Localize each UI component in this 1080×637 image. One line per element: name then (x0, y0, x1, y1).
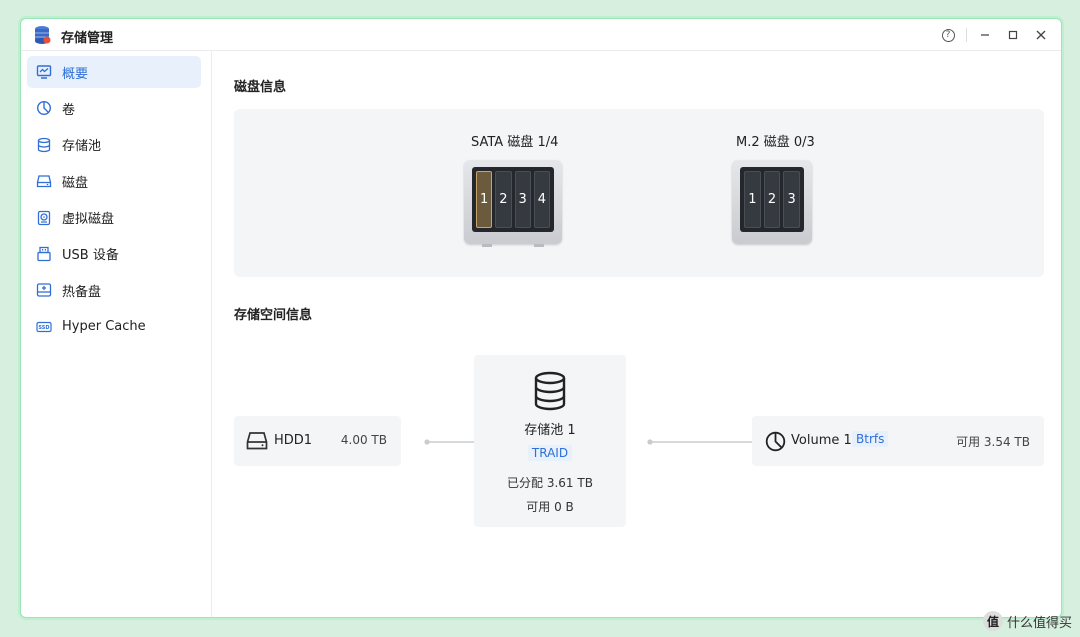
disk-info-title: 磁盘信息 (234, 80, 287, 95)
hdd-icon (246, 432, 268, 450)
enclosure-foot (482, 244, 492, 247)
volume-icon (35, 99, 53, 117)
ssd-cache-icon: SSD (35, 318, 53, 336)
usb-icon (35, 245, 53, 263)
window-title: 存储管理 (61, 31, 114, 46)
filesystem-badge: Btrfs (852, 431, 889, 447)
sidebar-item-storage-pool[interactable]: 存储池 (27, 129, 201, 161)
minimize-icon (981, 34, 989, 36)
hdd-name: HDD1 (274, 433, 313, 448)
volume-available: 可用 3.54 TB (956, 435, 1030, 449)
sidebar-item-label: 概要 (62, 66, 89, 82)
sidebar-item-virtual-disk[interactable]: 虚拟磁盘 (27, 202, 201, 234)
virtual-disk-icon (35, 209, 53, 227)
storage-pool-card[interactable]: 存储池 1 TRAID 已分配 3.61 TB 可用 0 B (474, 355, 626, 527)
ssd-badge-text: SSD (38, 325, 49, 331)
sidebar-item-usb[interactable]: USB 设备 (27, 238, 201, 270)
watermark: 值 什么值得买 (982, 611, 1072, 631)
storage-manager-window: 存储管理 ? 概要 (20, 18, 1062, 618)
m2-slot[interactable]: 2 (763, 171, 781, 228)
sidebar-item-volume[interactable]: 卷 (27, 92, 201, 124)
sata-slot[interactable]: 4 (533, 171, 550, 228)
sidebar-item-label: Hyper Cache (62, 319, 146, 335)
m2-slot[interactable]: 3 (783, 171, 801, 228)
m2-bay-label: M.2 磁盘 0/3 (736, 135, 815, 150)
enclosure-foot (534, 244, 544, 247)
sidebar-item-label: USB 设备 (62, 248, 119, 264)
title-separator (966, 28, 967, 42)
volume-card[interactable]: Volume 1 Btrfs 可用 3.54 TB (752, 416, 1044, 466)
database-icon (35, 136, 53, 154)
watermark-text: 什么值得买 (1006, 615, 1072, 631)
sata-slot[interactable]: 3 (514, 171, 531, 228)
sata-slot[interactable]: 1 (476, 171, 493, 228)
overview-icon (35, 63, 53, 81)
help-button[interactable]: ? (934, 23, 962, 47)
sidebar: 概要 卷 存储池 磁盘 虚拟磁盘 (21, 51, 212, 617)
storage-info-title: 存储空间信息 (234, 308, 313, 323)
pool-allocated: 已分配 3.61 TB (507, 476, 593, 490)
minimize-button[interactable] (971, 23, 999, 47)
volume-name: Volume 1 (791, 433, 852, 448)
sidebar-item-disk[interactable]: 磁盘 (27, 165, 201, 197)
sidebar-item-hyper-cache[interactable]: SSD Hyper Cache (27, 311, 201, 343)
volume-icon (765, 431, 786, 452)
maximize-icon (1008, 30, 1018, 40)
disk-icon (35, 172, 53, 190)
watermark-logo: 值 (982, 611, 1003, 631)
sata-slot[interactable]: 2 (495, 171, 512, 228)
sidebar-item-label: 磁盘 (62, 175, 89, 191)
raid-type-badge: TRAID (527, 445, 573, 461)
sidebar-item-overview[interactable]: 概要 (27, 56, 201, 88)
sata-enclosure[interactable]: 1 2 3 4 (464, 160, 562, 247)
sidebar-item-label: 虚拟磁盘 (62, 212, 115, 228)
main-content: 磁盘信息 SATA 磁盘 1/4 1 2 3 4 M.2 磁盘 0/3 1 2 (212, 51, 1061, 617)
hdd-card[interactable]: HDD1 4.00 TB (234, 416, 401, 466)
maximize-button[interactable] (999, 23, 1027, 47)
m2-slot[interactable]: 1 (744, 171, 761, 228)
title-bar: 存储管理 ? (21, 19, 1061, 51)
close-button[interactable] (1027, 23, 1055, 47)
sidebar-item-label: 卷 (62, 102, 76, 118)
help-icon: ? (941, 28, 955, 42)
hot-spare-icon (35, 281, 53, 299)
sata-bay-label: SATA 磁盘 1/4 (471, 135, 559, 150)
sidebar-item-label: 存储池 (62, 139, 102, 155)
database-icon (534, 371, 566, 411)
storage-app-icon (35, 26, 51, 44)
sidebar-item-label: 热备盘 (62, 284, 102, 300)
pool-name: 存储池 1 (524, 423, 576, 438)
pool-available: 可用 0 B (526, 500, 574, 514)
hdd-size: 4.00 TB (340, 433, 387, 447)
disk-info-panel: SATA 磁盘 1/4 1 2 3 4 M.2 磁盘 0/3 1 2 3 (234, 109, 1044, 277)
m2-enclosure[interactable]: 1 2 3 (732, 160, 812, 244)
close-icon (1036, 30, 1046, 40)
sidebar-item-hot-spare[interactable]: 热备盘 (27, 274, 201, 306)
